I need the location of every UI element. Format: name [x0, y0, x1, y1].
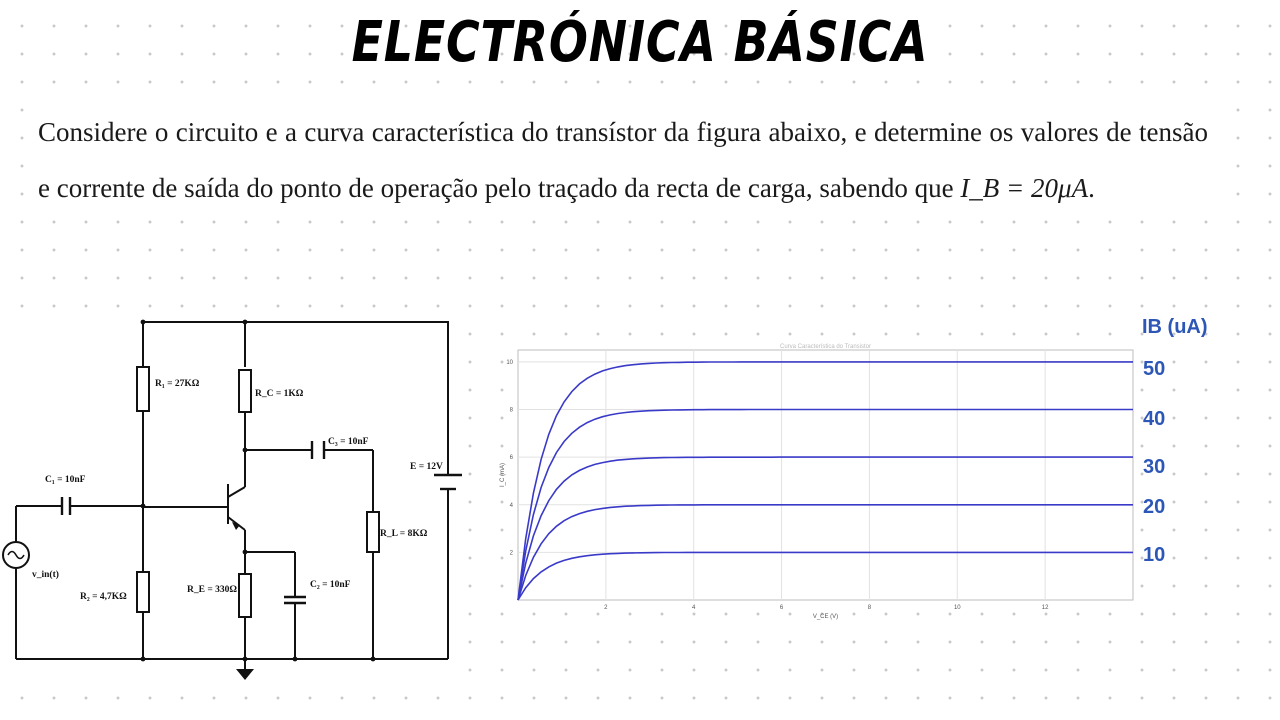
- x-axis-label: V_CE (V): [813, 614, 838, 620]
- rc-label: R_C = 1KΩ: [255, 389, 304, 399]
- x-tick-label: 12: [1042, 605, 1049, 611]
- series-line-ib-30: [517, 456, 1133, 601]
- circuit-schematic: R₁ = 27KΩ R_C = 1KΩ C₃ = 10nF E = 12V C₁…: [2, 319, 462, 680]
- r1-label: R₁ = 27KΩ: [155, 379, 200, 389]
- ib-value-10: 10: [1143, 544, 1166, 566]
- ib-legend: IB (uA) 50 40 30 20 10: [1130, 314, 1280, 574]
- series-line-ib-50: [517, 361, 1133, 601]
- y-tick-label: 2: [510, 550, 514, 556]
- y-tick-label: 8: [510, 408, 514, 414]
- chart-title: Curva Característica do Transistor: [780, 344, 871, 350]
- base-current-expression: I_B = 20μA: [960, 173, 1089, 203]
- y-axis-label: I_C (mA): [500, 463, 506, 487]
- series-line-ib-40: [517, 408, 1133, 601]
- c2-label: C₂ = 10nF: [310, 580, 351, 590]
- circuit-diagram: R₁ = 27KΩ R_C = 1KΩ C₃ = 10nF E = 12V C₁…: [0, 312, 462, 692]
- vin-label: v_in(t): [32, 569, 59, 580]
- ib-value-50: 50: [1143, 358, 1166, 380]
- ac-source-icon: [2, 541, 30, 569]
- plot-area: [517, 349, 1134, 601]
- series-line-ib-10: [517, 551, 1133, 601]
- ib-value-30: 30: [1143, 456, 1166, 478]
- x-tick-label: 10: [954, 605, 961, 611]
- page-title: ELECTRÓNICA BÁSICA: [351, 10, 929, 75]
- problem-statement: Considere o circuito e a curva caracterí…: [38, 104, 1208, 216]
- x-tick-label: 4: [692, 605, 696, 611]
- ib-legend-title: IB (uA): [1142, 316, 1208, 338]
- ib-value-20: 20: [1143, 496, 1166, 518]
- r2-label: R₂ = 4,7KΩ: [80, 592, 127, 602]
- chart-svg: 2 4 6 8 10 12 2 4 6 8 10 Curva Característica do Tr…: [500, 344, 1134, 620]
- characteristic-curve-chart: 2 4 6 8 10 12 2 4 6 8 10 Curva Característica do Tr…: [496, 330, 1146, 630]
- problem-text: Considere o circuito e a curva caracterí…: [38, 117, 1208, 203]
- c1-label: C₁ = 10nF: [45, 475, 86, 485]
- x-tick-label: 2: [604, 605, 608, 611]
- y-tick-label: 10: [506, 360, 513, 366]
- c3-label: C₃ = 10nF: [328, 437, 369, 447]
- supply-label: E = 12V: [410, 462, 443, 472]
- ib-value-40: 40: [1143, 408, 1166, 430]
- problem-end: .: [1088, 173, 1095, 203]
- series-line-ib-20: [517, 504, 1133, 601]
- rl-label: R_L = 8KΩ: [380, 529, 428, 539]
- re-label: R_E = 330Ω: [187, 585, 237, 595]
- x-tick-label: 6: [780, 605, 784, 611]
- y-tick-label: 4: [510, 503, 514, 509]
- x-tick-label: 8: [868, 605, 872, 611]
- y-tick-label: 6: [510, 455, 514, 461]
